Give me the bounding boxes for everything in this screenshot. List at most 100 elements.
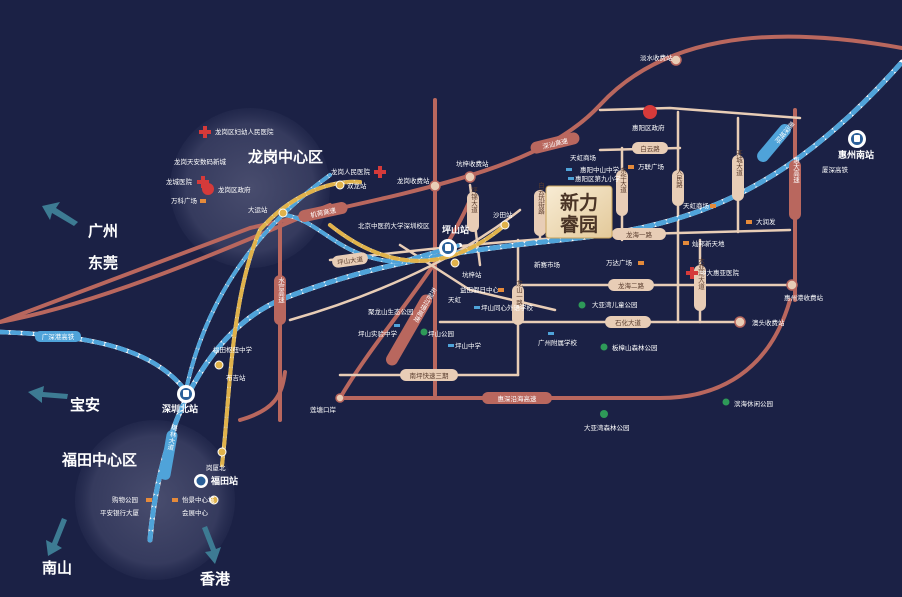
arrow-hongkong-icon — [202, 526, 221, 564]
daya-child-park-label: 大亚湾儿童公园 — [592, 300, 638, 309]
ks-toll-label: 坑梓收费站 — [456, 159, 489, 168]
danshui-toll-label: 淡水收费站 — [640, 53, 673, 62]
wanke-label: 万科广场 — [171, 196, 198, 205]
futian-center-label: 福田中心区 — [61, 451, 137, 469]
ks-toll-icon — [464, 171, 476, 183]
renmin-label: 人民路 — [675, 168, 683, 189]
park-icons — [420, 301, 730, 418]
huiyang-ring-line — [598, 106, 802, 120]
baoan-label: 宝安 — [70, 396, 100, 414]
shenzhen-north-label: 深圳北站 — [162, 403, 198, 414]
gouwu-label: 购物公园 — [112, 495, 138, 504]
huizhou-port-toll-label: 惠州港收费站 — [784, 293, 824, 302]
huiyang-school1-label: 惠阳中山中学 — [580, 165, 620, 174]
juhua-label: 聚龙山生态公园 — [368, 307, 414, 316]
shuanglong-station-icon — [335, 180, 345, 190]
shatian-station-icon — [500, 220, 510, 230]
huizhan-label: 会展中心 — [182, 508, 209, 517]
longhai1-label: 龙海一路 — [626, 230, 653, 239]
daya-label: 大亚湾大道 — [697, 255, 705, 290]
aotou-toll-label: 澳头收费站 — [752, 318, 785, 327]
cart-icon — [628, 165, 634, 169]
gangxiabei-label: 岗厦北 — [206, 464, 226, 472]
guangshen-hsr-label: 广深港高铁 — [42, 332, 75, 341]
stations: 深圳北站 福田站 坪山站 惠州南站 厦深高铁 双龙站 — [162, 130, 874, 505]
dahe-label: 大润发 — [756, 217, 776, 226]
project-badge: 新力 睿园 — [545, 185, 613, 239]
longhai2-label: 龙海二路 — [618, 281, 645, 290]
tianhong2-label: 天虹商场 — [683, 201, 710, 210]
huiyang-school2-label: 惠阳区第九小学 — [575, 174, 621, 183]
lianteng-icon — [335, 393, 345, 403]
futian-station-icon — [194, 474, 208, 488]
cart-icon — [200, 199, 206, 203]
shenshan-expressway-line — [0, 34, 902, 324]
pingshan-mid-label: 坪山中学 — [455, 341, 482, 350]
zhongda-label: 中大惠亚医院 — [700, 268, 740, 277]
poi-labels: 天虹商场 惠阳中山中学 惠阳区第九小学 万联广场 天虹商场 大润发 灿邦新天地 … — [100, 153, 776, 517]
longgang-halo — [170, 108, 330, 268]
arrow-guangzhou-icon — [42, 202, 78, 226]
huiyang-gov-icon — [643, 105, 657, 119]
pingshan-park-label: 坪山公园 — [428, 329, 454, 338]
school-icon — [548, 332, 554, 335]
school-icon — [568, 177, 574, 180]
kengzi-station-icon — [450, 258, 460, 268]
huiyang-gov-label: 惠阳区政府 — [632, 123, 665, 132]
cart-icon — [638, 261, 644, 265]
cart-icon — [146, 498, 152, 502]
lg-people-hospital-label: 龙岗人民医院 — [331, 167, 371, 176]
lg-toll-icon — [429, 180, 441, 192]
pingan-label: 平安银行大厦 — [100, 508, 140, 517]
park-tree-icon — [420, 328, 428, 336]
direction-arrows — [28, 202, 221, 564]
huizhou-south-station-icon — [848, 130, 866, 148]
wanlian-label: 万联广场 — [638, 162, 665, 171]
yijing-label: 益田假日中心 — [460, 285, 500, 294]
cart-icon — [498, 288, 504, 292]
xiandi-label: 灿邦新天地 — [692, 239, 725, 248]
futian-gold-station-icon — [209, 495, 219, 505]
danshui-toll-icon — [670, 54, 682, 66]
lg-hospital-label: 龙岗区妇幼人民医院 — [215, 127, 274, 136]
gold-rail-line-dash — [220, 179, 362, 467]
lg-gov-icon — [202, 183, 214, 195]
xinsai-label: 新赛市场 — [534, 260, 561, 269]
road-labels: 深汕高速 机荷高速 水官高速 惠深沿海高速 惠大高速 东部过境高速 龙海一路 龙… — [35, 118, 801, 480]
hongkong-label: 香港 — [200, 570, 231, 588]
lianteng-label: 莲塘口岸 — [310, 405, 337, 414]
binhai-park-label: 滨海休闲公园 — [734, 399, 773, 408]
park-tree-icon — [578, 301, 586, 309]
gangxiabei-station-icon — [217, 447, 227, 457]
banzhang-label: 板樟山森林公园 — [612, 343, 658, 352]
metro-west-line-blue — [183, 173, 332, 397]
huishen-coast-line — [338, 298, 792, 400]
shop-icons — [146, 165, 752, 502]
cart-icon — [746, 220, 752, 224]
pingshan-station-label: 坪山站 — [442, 224, 469, 235]
toll-markers — [335, 54, 798, 403]
aotou-toll-icon — [734, 316, 746, 328]
pingshan-exp-label: 坪山实验中学 — [358, 329, 398, 338]
huizhou-port-toll-icon — [786, 279, 798, 291]
pingshan-station-icon — [439, 239, 457, 257]
cart-icon — [172, 498, 178, 502]
gold-rail-east-line-dash — [328, 223, 507, 263]
xiashen-hsr-label: 厦深高铁 — [822, 165, 849, 174]
huizhou-south-label: 惠州南站 — [838, 149, 874, 160]
futian-hub-label: 福田枢纽中学 — [213, 345, 253, 354]
park-tree-icon — [600, 343, 608, 351]
tianhong3-label: 天虹 — [448, 295, 462, 304]
west-line-to-lianteng — [338, 198, 472, 400]
project-name-line1: 新力 — [560, 191, 598, 214]
arrow-baoan-icon — [28, 386, 68, 403]
lg-toll-label: 龙岗收费站 — [397, 176, 430, 185]
kaicheng-label: 开城大道 — [735, 150, 743, 178]
yijing-mall-label: 怡景中心城 — [182, 495, 215, 504]
school-icon — [448, 344, 454, 347]
shuiguan-label: 水官高速 — [277, 276, 285, 305]
school-icon — [474, 306, 480, 309]
shuanglong-label: 双龙站 — [347, 181, 367, 190]
wanda-label: 万达广场 — [606, 258, 633, 267]
